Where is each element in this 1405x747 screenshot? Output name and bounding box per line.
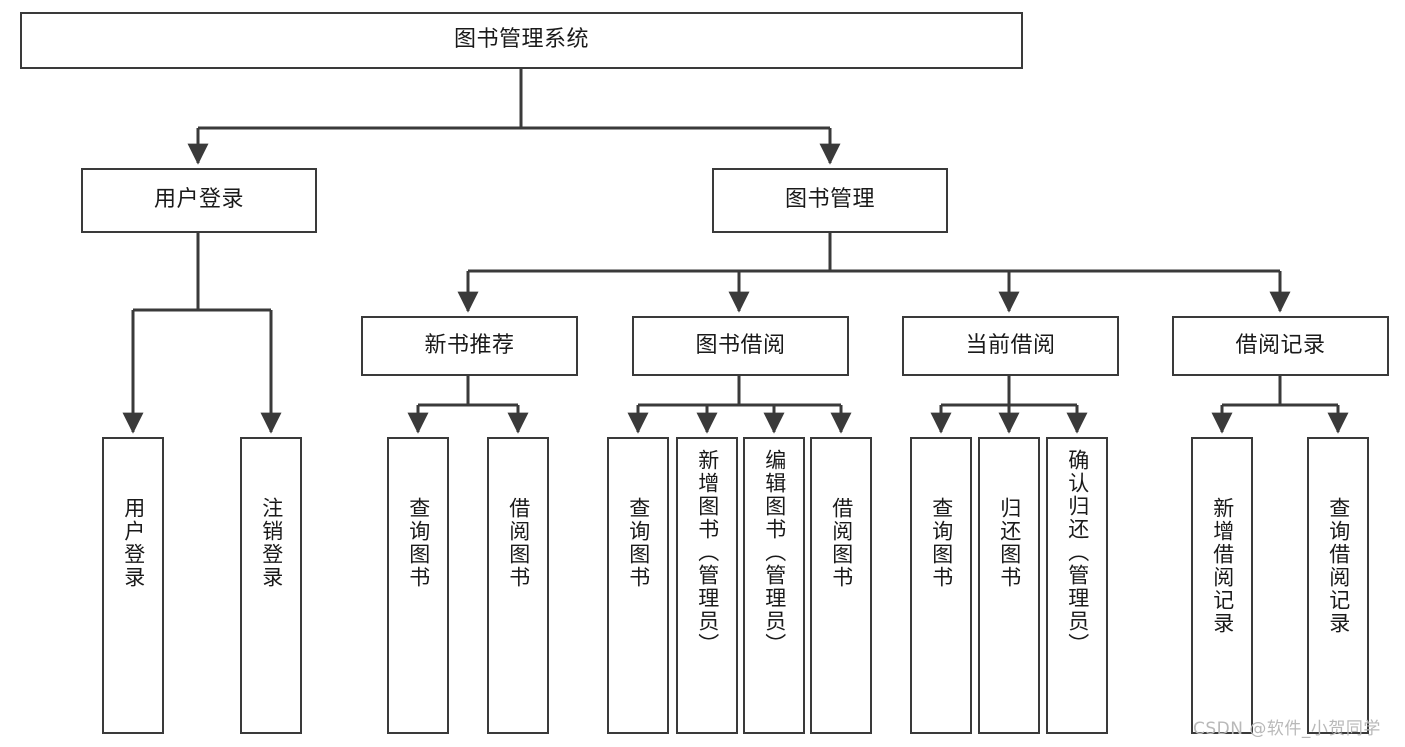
node-label: 注销登录 bbox=[259, 497, 284, 589]
leaf-query-book-current[interactable]: 查询图书 bbox=[910, 437, 972, 734]
leaf-query-book-borrow[interactable]: 查询图书 bbox=[607, 437, 669, 734]
node-book-management[interactable]: 图书管理 bbox=[712, 168, 948, 233]
node-label: 用户登录 bbox=[153, 187, 244, 213]
node-label: 借阅图书 bbox=[506, 497, 531, 589]
node-label: 查询图书 bbox=[626, 497, 651, 589]
leaf-query-borrow-record[interactable]: 查询借阅记录 bbox=[1307, 437, 1369, 734]
leaf-borrow-book-new[interactable]: 借阅图书 bbox=[487, 437, 549, 734]
node-label: 确认归还（管理员） bbox=[1065, 449, 1090, 656]
leaf-user-login[interactable]: 用户登录 bbox=[102, 437, 164, 734]
leaf-borrow-book[interactable]: 借阅图书 bbox=[810, 437, 872, 734]
node-label: 图书管理系统 bbox=[453, 27, 589, 53]
node-new-book-recommendation[interactable]: 新书推荐 bbox=[361, 316, 578, 376]
leaf-return-book[interactable]: 归还图书 bbox=[978, 437, 1040, 734]
node-label: 查询图书 bbox=[929, 497, 954, 589]
leaf-add-borrow-record[interactable]: 新增借阅记录 bbox=[1191, 437, 1253, 734]
leaf-add-book-admin[interactable]: 新增图书（管理员） bbox=[676, 437, 738, 734]
csdn-watermark: CSDN @软件_小贺同学 bbox=[1193, 719, 1381, 739]
node-user-login[interactable]: 用户登录 bbox=[81, 168, 317, 233]
node-label: 借阅图书 bbox=[829, 497, 854, 589]
node-label: 归还图书 bbox=[997, 497, 1022, 589]
node-book-borrowing[interactable]: 图书借阅 bbox=[632, 316, 849, 376]
node-label: 新书推荐 bbox=[424, 332, 515, 358]
node-root-book-management-system[interactable]: 图书管理系统 bbox=[20, 12, 1023, 69]
leaf-query-book-new[interactable]: 查询图书 bbox=[387, 437, 449, 734]
node-current-borrowing[interactable]: 当前借阅 bbox=[902, 316, 1119, 376]
node-label: 编辑图书（管理员） bbox=[762, 449, 787, 656]
leaf-edit-book-admin[interactable]: 编辑图书（管理员） bbox=[743, 437, 805, 734]
leaf-confirm-return-admin[interactable]: 确认归还（管理员） bbox=[1046, 437, 1108, 734]
leaf-logout[interactable]: 注销登录 bbox=[240, 437, 302, 734]
node-label: 借阅记录 bbox=[1235, 332, 1326, 358]
node-label: 新增借阅记录 bbox=[1210, 497, 1235, 635]
node-label: 用户登录 bbox=[121, 497, 146, 589]
node-label: 当前借阅 bbox=[965, 332, 1056, 358]
node-label: 图书管理 bbox=[784, 187, 875, 213]
node-label: 图书借阅 bbox=[695, 332, 786, 358]
node-label: 新增图书（管理员） bbox=[695, 449, 720, 656]
node-label: 查询图书 bbox=[406, 497, 431, 589]
node-borrowing-record[interactable]: 借阅记录 bbox=[1172, 316, 1389, 376]
node-label: 查询借阅记录 bbox=[1326, 497, 1351, 635]
